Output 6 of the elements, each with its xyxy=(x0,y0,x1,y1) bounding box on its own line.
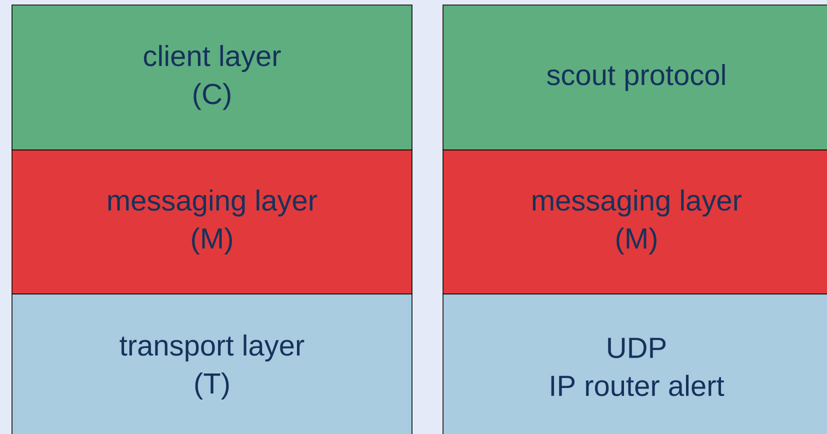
layer-box: messaging layer (M) xyxy=(442,150,827,294)
layer-box: client layer (C) xyxy=(12,4,412,150)
layer-box: messaging layer (M) xyxy=(12,150,412,294)
layer-box: transport layer (T) xyxy=(12,294,412,434)
layer-box: scout protocol xyxy=(442,4,827,150)
layer-box: UDP IP router alert xyxy=(442,294,827,434)
